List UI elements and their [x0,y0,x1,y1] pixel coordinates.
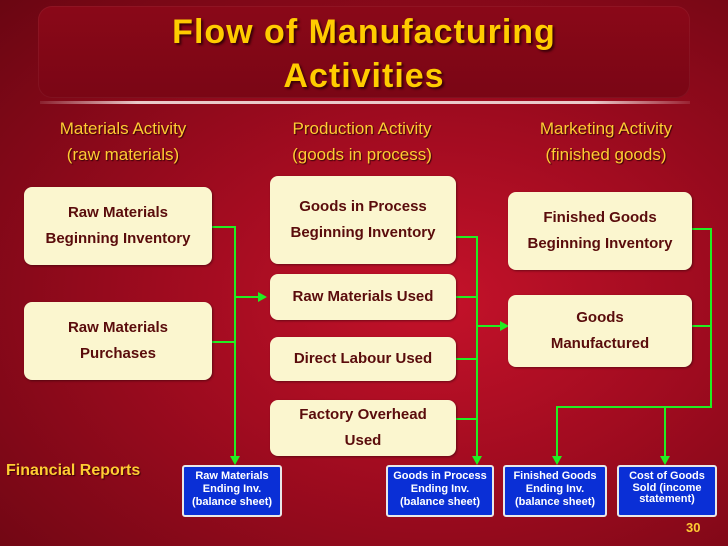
box-label: Purchases [80,345,156,362]
title-panel [38,6,690,98]
report-raw-materials-ending: Raw Materials Ending Inv. (balance sheet… [182,465,282,517]
box-label: Manufactured [550,335,650,352]
column-header-subtitle: (goods in process) [292,145,432,164]
column-header-subtitle: (raw materials) [66,145,180,164]
report-line: (balance sheet) [399,496,481,508]
arrow-right-icon [258,292,267,302]
box-label: Beginning Inventory [45,230,191,247]
box-label: Finished Goods [543,209,657,226]
box-finished-goods-beginning-inventory: Finished Goods Beginning Inventory [508,192,692,270]
column-header-marketing: Marketing Activity (finished goods) [506,116,706,168]
connector-line [456,296,476,298]
connector-line [692,325,710,327]
report-cost-of-goods-sold: Cost of Goods Sold (income statement) [617,465,717,517]
arrow-down-icon [552,456,562,465]
connector-line [556,406,712,408]
column-header-title: Materials Activity [59,119,187,138]
page-number: 30 [686,520,701,535]
connector-line [692,228,710,230]
column-header-materials: Materials Activity (raw materials) [28,116,218,168]
connector-line [456,418,476,420]
connector-line [456,358,476,360]
connector-line [212,226,234,228]
title-line-2: Activities [283,57,445,95]
connector-line [476,325,501,327]
financial-reports-label: Financial Reports [6,462,141,479]
report-line: (balance sheet) [191,496,273,508]
box-raw-materials-used: Raw Materials Used [270,274,456,320]
report-line: (balance sheet) [514,496,596,508]
box-direct-labour-used: Direct Labour Used [270,337,456,381]
report-line: Ending Inv. [202,483,262,495]
title-divider [40,101,690,104]
report-line: Raw Materials [195,470,269,482]
report-line: Goods in Process [393,470,487,482]
report-line: Sold (income [632,482,702,494]
box-factory-overhead-used: Factory Overhead Used [270,400,456,456]
arrow-down-icon [660,456,670,465]
box-label: Goods in Process [299,198,427,215]
box-label: Raw Materials [67,204,169,221]
box-goods-in-process-beginning-inventory: Goods in Process Beginning Inventory [270,176,456,264]
box-label: Raw Materials Used [292,288,434,305]
connector-line [556,406,558,458]
report-line: Cost of Goods [629,470,705,482]
slide-title: Flow of Manufacturing Activities [38,10,690,98]
connector-line [456,236,476,238]
connector-line [234,296,259,298]
box-label: Beginning Inventory [290,224,436,241]
arrow-down-icon [472,456,482,465]
report-finished-goods-ending: Finished Goods Ending Inv. (balance shee… [503,465,607,517]
box-label: Factory Overhead [299,406,427,423]
arrow-right-icon [500,321,509,331]
report-line: statement) [639,493,695,505]
box-label: Direct Labour Used [293,350,433,367]
box-raw-materials-beginning-inventory: Raw Materials Beginning Inventory [24,187,212,265]
arrow-down-icon [230,456,240,465]
box-goods-manufactured: Goods Manufactured [508,295,692,367]
column-header-title: Production Activity [292,119,432,138]
connector-line [710,228,712,408]
report-line: Ending Inv. [525,483,585,495]
connector-line [476,236,478,458]
box-label: Goods [576,309,624,326]
column-header-title: Marketing Activity [539,119,673,138]
column-header-production: Production Activity (goods in process) [262,116,462,168]
connector-line [212,341,234,343]
box-label: Used [344,432,382,449]
column-header-subtitle: (finished goods) [545,145,667,164]
title-line-1: Flow of Manufacturing [172,13,556,51]
box-label: Beginning Inventory [527,235,673,252]
connector-line [664,406,666,458]
connector-line [234,226,236,458]
report-line: Finished Goods [513,470,597,482]
report-line: Ending Inv. [410,483,470,495]
box-raw-materials-purchases: Raw Materials Purchases [24,302,212,380]
report-goods-in-process-ending: Goods in Process Ending Inv. (balance sh… [386,465,494,517]
box-label: Raw Materials [67,319,169,336]
